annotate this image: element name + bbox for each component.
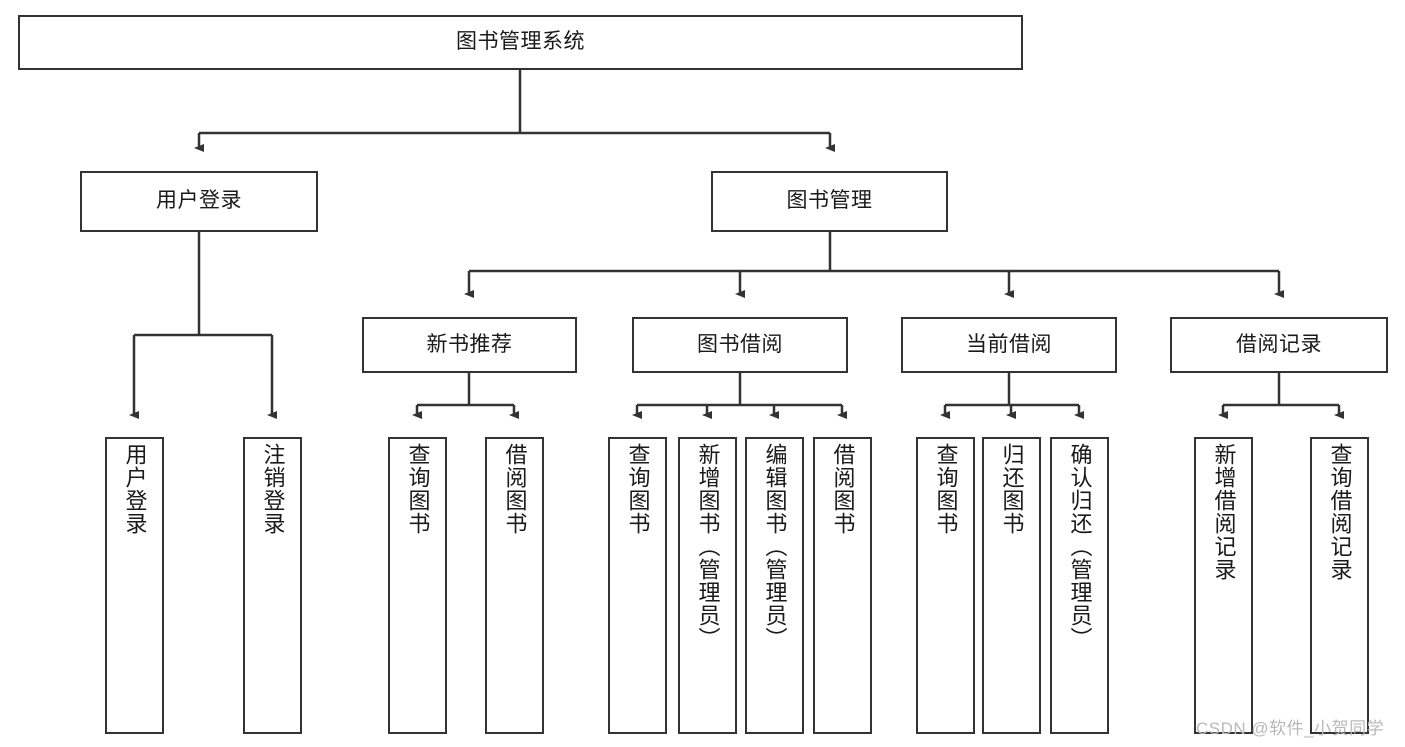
node-leaf-query-book-2[interactable]: 查询图书 xyxy=(608,437,667,734)
node-leaf-query-record[interactable]: 查询借阅记录 xyxy=(1310,437,1369,734)
node-leaf-query-record-label: 查询借阅记录 xyxy=(1327,443,1353,581)
node-new-book-rec[interactable]: 新书推荐 xyxy=(362,317,577,373)
node-leaf-user-login-label: 用户登录 xyxy=(122,443,148,535)
node-book-borrow-label: 图书借阅 xyxy=(697,332,783,356)
node-borrow-record-label: 借阅记录 xyxy=(1236,332,1322,356)
node-current-borrow-label: 当前借阅 xyxy=(966,332,1052,356)
node-user-login-label: 用户登录 xyxy=(156,189,242,213)
node-leaf-add-record[interactable]: 新增借阅记录 xyxy=(1194,437,1253,734)
node-borrow-record[interactable]: 借阅记录 xyxy=(1170,317,1388,373)
node-leaf-confirm-return-label: 确认归还（管理员） xyxy=(1067,443,1093,650)
node-current-borrow[interactable]: 当前借阅 xyxy=(901,317,1117,373)
node-leaf-user-logout-label: 注销登录 xyxy=(260,443,286,535)
node-leaf-query-book-3[interactable]: 查询图书 xyxy=(916,437,975,734)
node-root-label: 图书管理系统 xyxy=(456,30,585,54)
node-leaf-add-record-label: 新增借阅记录 xyxy=(1211,443,1237,581)
node-leaf-add-book[interactable]: 新增图书（管理员） xyxy=(678,437,737,734)
node-leaf-edit-book[interactable]: 编辑图书（管理员） xyxy=(745,437,804,734)
node-root[interactable]: 图书管理系统 xyxy=(18,15,1023,70)
node-leaf-edit-book-label: 编辑图书（管理员） xyxy=(762,443,788,650)
node-leaf-borrow-book-2[interactable]: 借阅图书 xyxy=(813,437,872,734)
csdn-watermark: CSDN @软件_小贺同学 xyxy=(1196,719,1385,738)
node-leaf-return-book-label: 归还图书 xyxy=(999,443,1025,535)
node-leaf-add-book-label: 新增图书（管理员） xyxy=(695,443,721,650)
node-new-book-rec-label: 新书推荐 xyxy=(426,332,513,356)
node-leaf-confirm-return[interactable]: 确认归还（管理员） xyxy=(1050,437,1109,734)
node-leaf-borrow-book-1-label: 借阅图书 xyxy=(502,443,528,535)
node-book-manage[interactable]: 图书管理 xyxy=(711,171,948,232)
node-leaf-query-book-1-label: 查询图书 xyxy=(405,443,431,535)
node-leaf-user-logout[interactable]: 注销登录 xyxy=(243,437,302,734)
node-user-login[interactable]: 用户登录 xyxy=(80,171,318,232)
node-leaf-query-book-1[interactable]: 查询图书 xyxy=(388,437,447,734)
node-leaf-user-login[interactable]: 用户登录 xyxy=(105,437,164,734)
node-leaf-query-book-3-label: 查询图书 xyxy=(933,443,959,535)
node-book-borrow[interactable]: 图书借阅 xyxy=(632,317,848,373)
node-leaf-query-book-2-label: 查询图书 xyxy=(625,443,651,535)
node-leaf-return-book[interactable]: 归还图书 xyxy=(982,437,1041,734)
node-book-manage-label: 图书管理 xyxy=(786,189,873,213)
node-leaf-borrow-book-2-label: 借阅图书 xyxy=(830,443,856,535)
node-leaf-borrow-book-1[interactable]: 借阅图书 xyxy=(485,437,544,734)
